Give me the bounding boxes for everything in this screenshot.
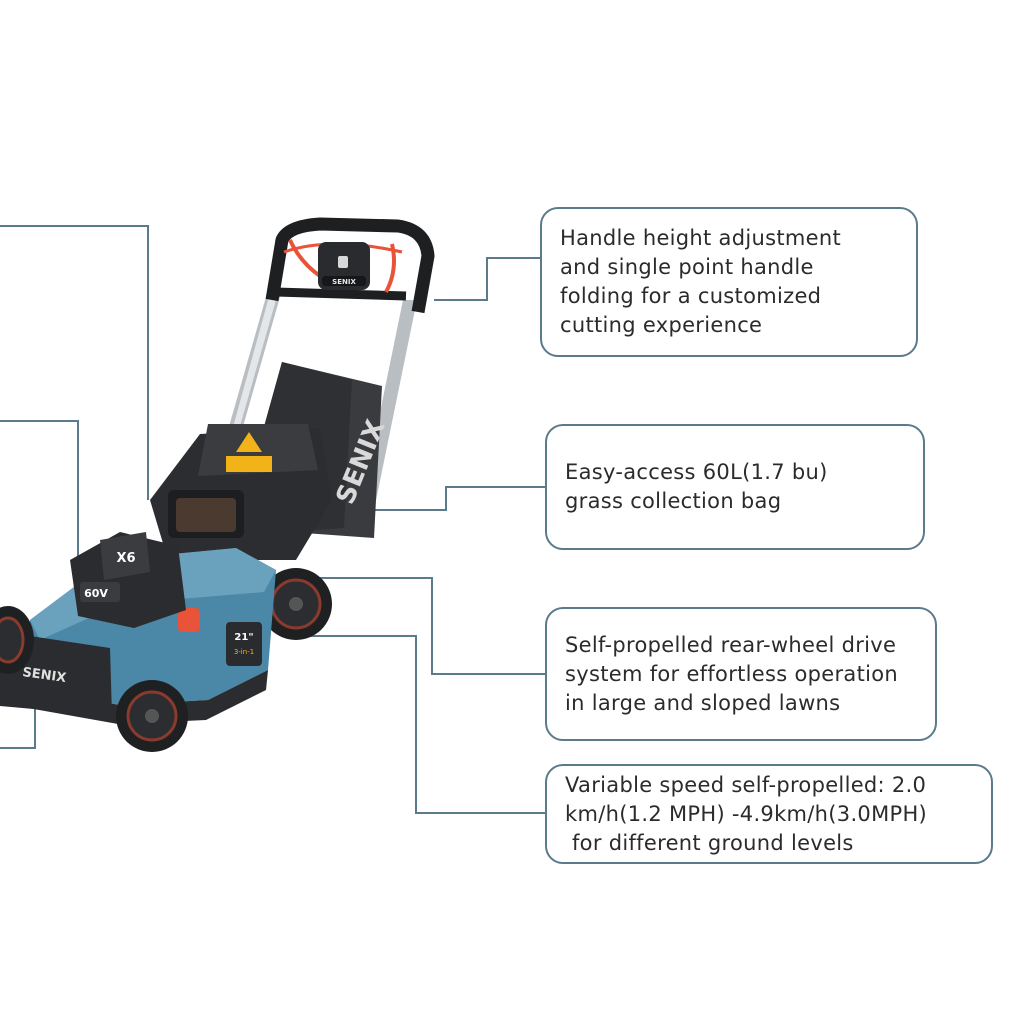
front-brand-text: SENIX — [21, 665, 67, 686]
leader-line-drive — [320, 577, 545, 675]
callout-line: folding for a customized — [560, 284, 822, 308]
rear-wheel — [260, 568, 332, 640]
callout-line: km/h(1.2 MPH) -4.9km/h(3.0MPH) — [565, 801, 928, 826]
handle-brand-text: SENIX — [332, 278, 356, 286]
leader-lines — [0, 225, 545, 814]
front-wheel-right — [116, 680, 188, 752]
callout-line: system for effortless operation — [565, 661, 899, 686]
height-label — [226, 622, 262, 666]
deck-mode-text: 3-in-1 — [234, 648, 254, 656]
callout-line: and single point handle — [560, 255, 814, 279]
callout-line: Easy-access 60L(1.7 bu) — [565, 460, 828, 484]
front-wheel-left — [0, 606, 34, 674]
callout-line: Variable speed self-propelled: 2.0 — [565, 772, 927, 797]
battery-pack: X6 60V — [70, 532, 186, 628]
callout-grass-bag: Easy-access 60L(1.7 bu) grass collection… — [545, 424, 925, 550]
mower-rear-housing — [150, 424, 332, 560]
warning-label-icon — [236, 432, 262, 452]
callout-line: Self-propelled rear-wheel drive — [565, 632, 897, 657]
power-icon — [338, 256, 348, 268]
battery-voltage-text: 60V — [84, 587, 108, 600]
callout-line: cutting experience — [560, 313, 763, 337]
leader-line-left-middle — [0, 420, 79, 600]
callout-line: grass collection bag — [565, 489, 782, 513]
leader-line-left-bottom — [0, 690, 36, 749]
callout-handle-adjustment: Handle height adjustment and single poin… — [540, 207, 918, 357]
leader-line-bag — [345, 486, 545, 511]
callout-line: Handle height adjustment — [560, 226, 841, 250]
callout-line: for different ground levels — [565, 830, 854, 855]
leader-line-speed — [288, 635, 545, 814]
callout-rear-wheel-drive: Self-propelled rear-wheel drive system f… — [545, 607, 937, 741]
callout-variable-speed: Variable speed self-propelled: 2.0 km/h(… — [545, 764, 993, 864]
battery-badge-text: X6 — [116, 551, 135, 566]
callout-line: in large and sloped lawns — [565, 690, 841, 715]
speed-lever — [178, 608, 200, 632]
leader-line-left-top — [0, 225, 149, 500]
deck-size-text: 21" — [234, 632, 253, 643]
leader-line-handle — [434, 257, 540, 301]
